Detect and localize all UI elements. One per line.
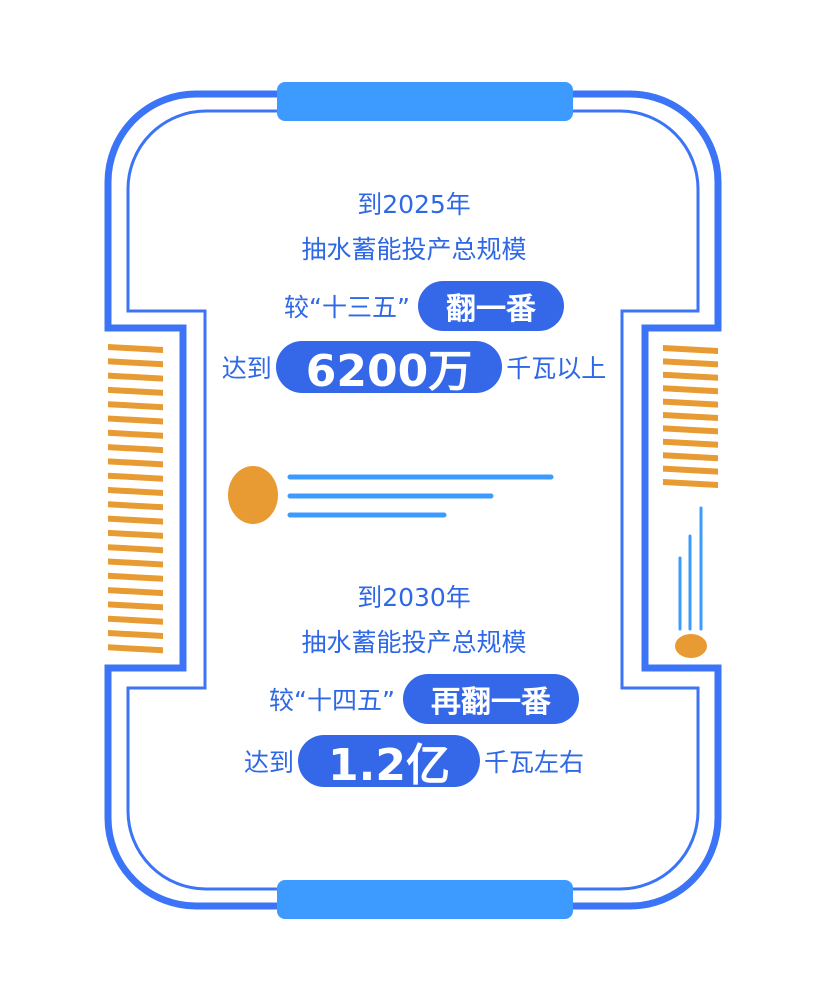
stripe — [108, 472, 163, 482]
orange-dot-left — [228, 466, 278, 524]
stripe — [108, 558, 163, 568]
stripe — [663, 358, 718, 368]
compare-badge: 翻一番 — [417, 281, 564, 331]
compare-prefix: 较“十三五” — [284, 293, 410, 322]
stripe — [663, 465, 718, 475]
bottom-bar — [277, 880, 573, 919]
subject-2025: 抽水蓄能投产总规模 — [301, 235, 527, 264]
stripe — [663, 425, 718, 435]
stripe — [663, 412, 718, 421]
stripe — [108, 487, 163, 496]
stripe — [108, 515, 163, 525]
stripe — [108, 587, 163, 597]
reach-prefix: 达到 — [244, 748, 295, 777]
stripe — [108, 429, 163, 439]
stripe — [663, 479, 718, 488]
compare-badge: 再翻一番 — [402, 674, 579, 724]
compare-row-2030: 较“十四五” 再翻一番 — [10, 673, 828, 725]
compare-prefix: 较“十四五” — [269, 686, 395, 715]
stripe — [108, 458, 163, 468]
stripe — [108, 644, 163, 654]
reach-row-2030: 达到 1.2亿 千瓦左右 — [0, 734, 828, 791]
stripe — [663, 452, 718, 462]
stripe — [108, 601, 163, 611]
reach-row-2025: 达到 6200万 千瓦以上 — [0, 340, 828, 397]
stripe — [663, 371, 718, 381]
stripe — [663, 385, 718, 395]
reach-suffix: 千瓦以上 — [506, 354, 607, 383]
reach-value-badge: 6200万 — [275, 341, 503, 397]
stripe — [108, 444, 163, 454]
reach-value-badge: 1.2亿 — [298, 735, 480, 791]
stripe — [108, 544, 163, 554]
left-stripes — [108, 344, 163, 654]
stripe — [108, 572, 163, 582]
right-stripes — [663, 345, 718, 488]
subject-2030: 抽水蓄能投产总规模 — [301, 628, 527, 657]
stripe — [108, 615, 163, 625]
compare-row-2025: 较“十三五” 翻一番 — [10, 280, 828, 332]
top-bar — [277, 82, 573, 121]
stripe — [108, 401, 163, 411]
stripe — [108, 344, 163, 353]
stripe — [108, 529, 163, 539]
year-2030: 到2030年 — [357, 583, 471, 612]
stripe — [108, 630, 163, 639]
year-2025: 到2025年 — [357, 190, 471, 219]
orange-dot-right — [675, 634, 707, 658]
stripe — [108, 358, 163, 368]
stripe — [108, 386, 163, 396]
stripe — [663, 438, 718, 448]
reach-suffix: 千瓦左右 — [483, 748, 584, 777]
stripe — [663, 345, 718, 354]
stripe — [108, 501, 163, 511]
stripe — [663, 398, 718, 408]
stripe — [108, 415, 163, 425]
stripe — [108, 372, 163, 382]
reach-prefix: 达到 — [221, 354, 272, 383]
